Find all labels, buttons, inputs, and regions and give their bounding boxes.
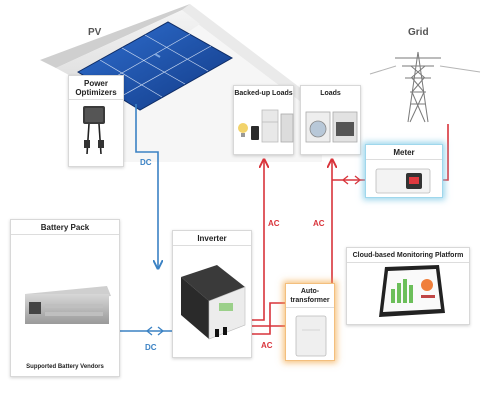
power-optimizers-title: Power Optimizers <box>69 76 123 100</box>
tablet-dashboard-icon <box>379 265 445 317</box>
dc-line-optimizer <box>135 104 158 268</box>
grid-tower-icon <box>369 51 481 123</box>
inverter-title: Inverter <box>173 231 251 246</box>
dc-label-battery: DC <box>145 343 157 352</box>
supported-vendors-label: Supported Battery Vendors <box>26 364 104 370</box>
cloud-platform-title: Cloud-based Monitoring Platform <box>347 248 469 263</box>
washer-oven-icon <box>305 111 358 143</box>
backed-up-loads-card[interactable]: Backed-up Loads <box>233 85 294 155</box>
ac-label-backed-up: AC <box>268 219 280 228</box>
auto-transformer-card[interactable]: Auto- transformer <box>285 283 335 361</box>
appliances-icon <box>238 109 294 143</box>
pv-label: PV <box>88 27 102 38</box>
battery-icon <box>25 286 111 324</box>
dc-label-optimizer: DC <box>140 158 152 167</box>
inverter-card[interactable]: Inverter <box>172 230 252 358</box>
transformer-device-icon <box>295 315 327 357</box>
inverter-device-icon <box>181 265 246 340</box>
grid-label: Grid <box>408 27 429 38</box>
auto-transformer-title-2: transformer <box>286 296 334 308</box>
power-optimizers-card[interactable]: Power Optimizers <box>68 75 124 167</box>
ac-line-backed-up <box>250 160 264 321</box>
battery-pack-title: Battery Pack <box>11 220 119 235</box>
ac-label-loads: AC <box>313 219 325 228</box>
cloud-platform-card[interactable]: Cloud-based Monitoring Platform <box>346 247 470 325</box>
auto-transformer-title-1: Auto- <box>300 288 320 295</box>
meter-title: Meter <box>366 145 442 160</box>
meter-card[interactable]: Meter <box>365 144 443 198</box>
meter-device-icon <box>375 168 431 194</box>
loads-card[interactable]: Loads <box>300 85 361 155</box>
battery-pack-card[interactable]: Battery Pack Supported Battery Vendors <box>10 219 120 377</box>
optimizer-device-icon <box>83 106 105 155</box>
ac-label-transformer: AC <box>261 341 273 350</box>
loads-title: Loads <box>320 90 341 97</box>
ac-line-transformer <box>250 302 286 335</box>
backed-up-loads-title: Backed-up Loads <box>234 90 293 97</box>
